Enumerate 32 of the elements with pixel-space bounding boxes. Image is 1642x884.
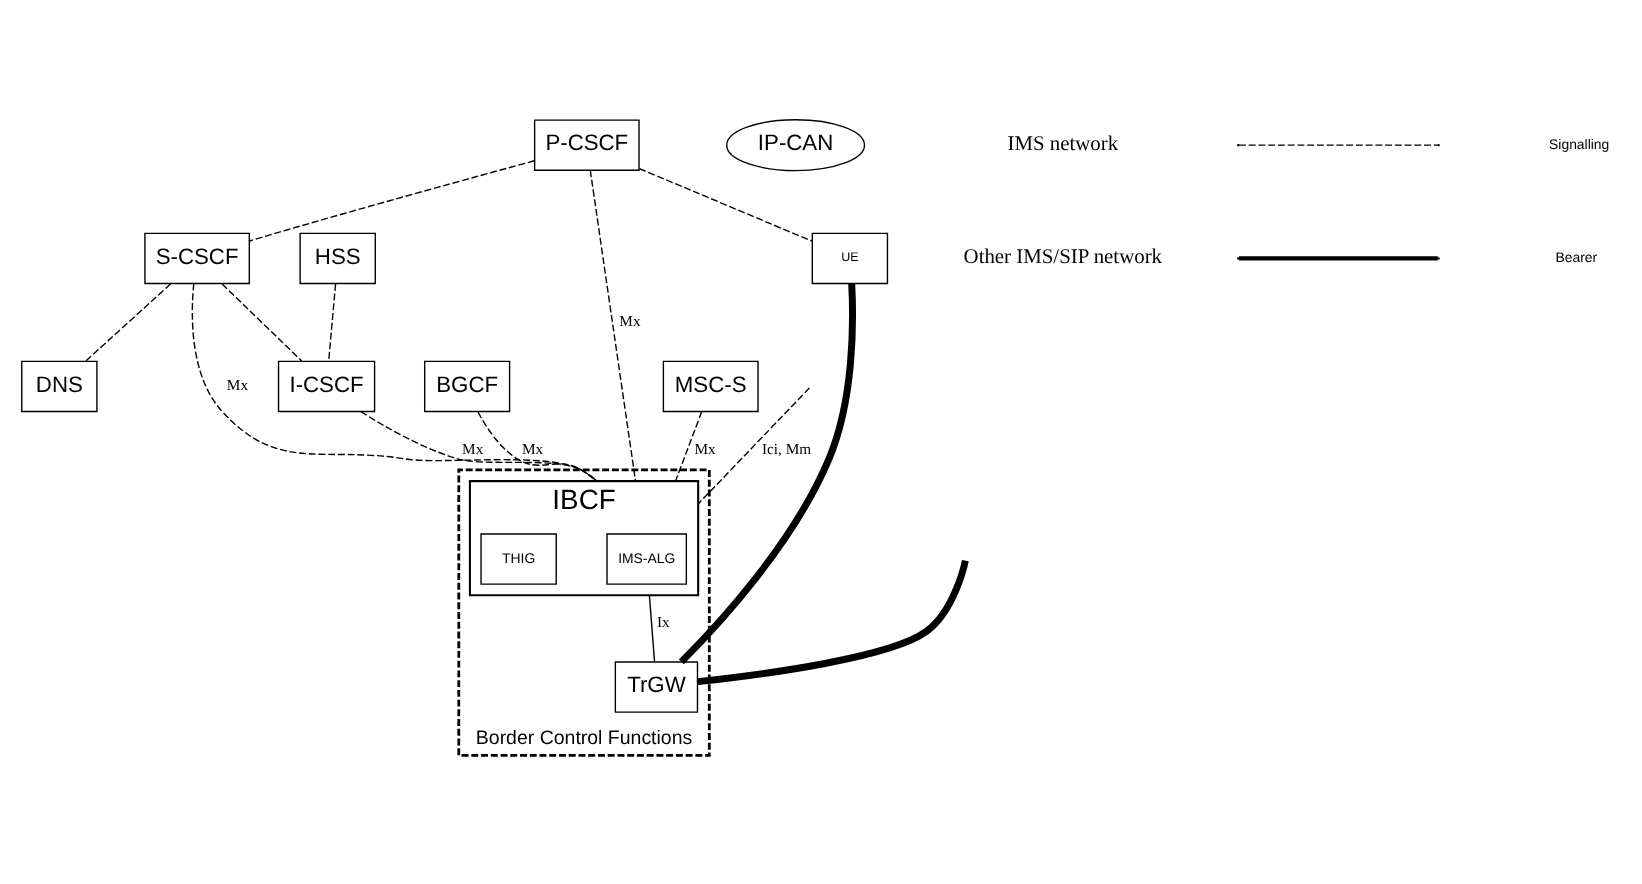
connector	[360, 409, 598, 481]
connector	[328, 282, 337, 361]
node-ellipse: IP-CAN	[726, 118, 866, 171]
edge-label: Mx	[694, 439, 716, 458]
connector	[674, 410, 703, 481]
connector	[191, 282, 598, 481]
edge-label: Mx	[226, 375, 249, 394]
node-box: S-CSCF	[144, 231, 250, 284]
edge-label: Ici, Mm	[761, 439, 812, 458]
connector	[589, 168, 637, 481]
node-box: P-CSCF	[533, 118, 640, 170]
node-box: TrGW	[614, 660, 699, 712]
node-box: HSS	[299, 231, 376, 284]
edge-label: Mx	[521, 439, 544, 458]
connector	[248, 159, 535, 241]
node-box: BGCF	[424, 359, 511, 412]
edge-label: Mx	[462, 439, 484, 458]
label: IMS network	[1007, 133, 1119, 156]
connector	[638, 166, 813, 241]
node-box: MSC-S	[662, 359, 759, 412]
connector	[648, 593, 656, 662]
node-box: I-CSCF	[277, 359, 376, 412]
connector	[221, 282, 303, 361]
edge-label: Mx	[619, 311, 641, 330]
connector	[697, 558, 969, 685]
connector	[678, 282, 856, 664]
node-box: DNS	[21, 359, 98, 412]
connector	[85, 282, 172, 361]
connector	[477, 410, 597, 481]
edge-label: Ix	[657, 611, 670, 630]
connector	[697, 386, 811, 504]
label: Other IMS/SIP network	[963, 246, 1163, 269]
